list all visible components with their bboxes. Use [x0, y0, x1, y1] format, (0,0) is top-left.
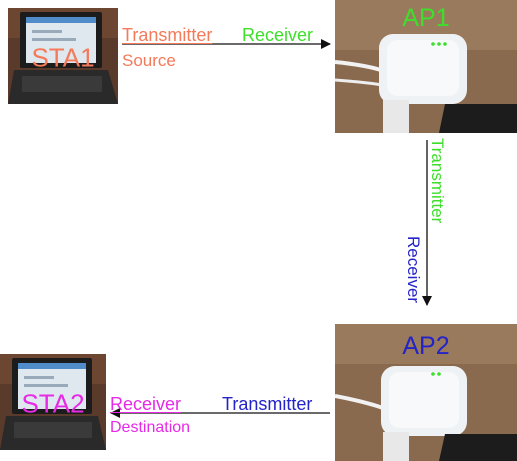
ap1-label: AP1: [402, 4, 450, 32]
link2-transmitter-label: Transmitter: [428, 138, 447, 224]
sta2-label: STA2: [21, 388, 85, 419]
ap2-label: AP2: [402, 332, 450, 360]
link1-transmitter-label: Transmitter: [122, 25, 213, 45]
laptop-photo: [0, 354, 106, 450]
link1-receiver-label: Receiver: [242, 25, 314, 45]
source-label: Source: [122, 51, 176, 70]
sta1-node: STA1: [8, 8, 118, 104]
link3-receiver-label: Receiver: [110, 394, 182, 414]
sta2-node: STA2: [0, 354, 106, 450]
ap1-node: AP1: [335, 0, 517, 133]
laptop-photo: [8, 8, 118, 104]
link3-transmitter-label: Transmitter: [222, 394, 313, 414]
link2-receiver-label: Receiver: [404, 236, 423, 304]
router-photo: [335, 324, 517, 461]
router-photo: [335, 0, 517, 133]
ap2-node: AP2: [335, 324, 517, 461]
sta1-label: STA1: [31, 42, 95, 73]
destination-label: Destination: [110, 419, 191, 436]
